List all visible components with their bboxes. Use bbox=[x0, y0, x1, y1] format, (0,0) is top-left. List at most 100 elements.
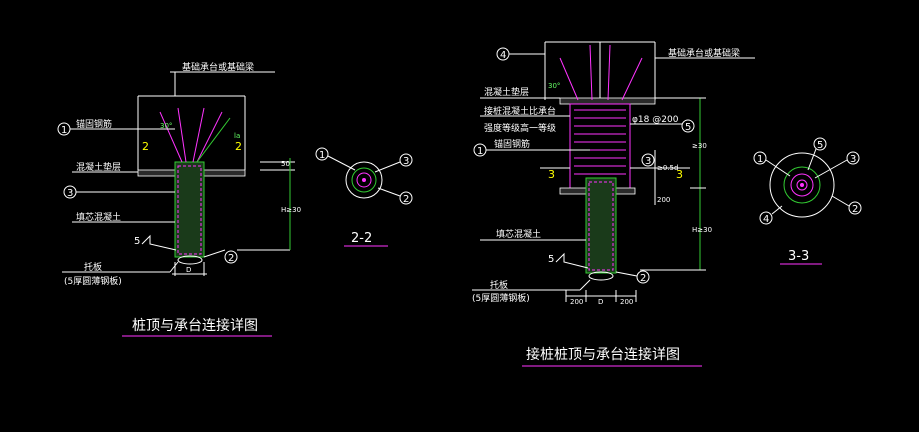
pile-body bbox=[174, 161, 205, 258]
r-join-hatch bbox=[574, 109, 626, 175]
r-concrete-layer bbox=[559, 97, 656, 105]
r-callout-2 bbox=[636, 270, 650, 284]
r-anchor-4 bbox=[621, 57, 643, 101]
anchor-label: 锚固钢筋 bbox=[76, 118, 112, 130]
s33-center bbox=[800, 183, 804, 187]
s33-callout-1 bbox=[753, 151, 767, 165]
callout-1-text: 1 bbox=[61, 125, 67, 136]
r-cap-label: 基础承台或基础梁 bbox=[668, 47, 740, 59]
callout-2-leader bbox=[203, 249, 226, 258]
callout-3-text: 3 bbox=[67, 188, 73, 199]
r-dim-top: ≥30 bbox=[692, 142, 707, 150]
r-rebar-label: φ18 @200 bbox=[632, 115, 679, 125]
s33-callout-5-text: 5 bbox=[817, 140, 823, 151]
r-dim-d: D bbox=[598, 298, 603, 306]
plate-label: 托板 bbox=[84, 261, 102, 273]
s33-callout-2 bbox=[848, 201, 862, 215]
anchor-rebar-1 bbox=[159, 111, 183, 163]
right-title: 接桩桩顶与承台连接详图 bbox=[526, 346, 680, 363]
angle-label: 30° bbox=[160, 122, 172, 130]
r-concrete-layer-label: 混凝土垫层 bbox=[484, 86, 529, 98]
r-callout-2-leader bbox=[615, 271, 638, 277]
s22-callout-1-text: 1 bbox=[319, 150, 325, 161]
r-sec-mark-left: 3 bbox=[548, 168, 555, 181]
r-anchor-1 bbox=[559, 57, 579, 101]
r-join-label2: 强度等级高一等级 bbox=[484, 122, 556, 134]
r-plate-note: (5厚圆薄钢板) bbox=[472, 292, 530, 304]
s22-inner bbox=[356, 172, 372, 188]
r-anchor-2 bbox=[589, 44, 593, 101]
fill-concrete-label: 填芯混凝土 bbox=[76, 211, 121, 223]
dim-50: 50 bbox=[281, 160, 290, 168]
concrete-layer-label: 混凝土垫层 bbox=[76, 161, 121, 173]
r-callout-1-text: 1 bbox=[477, 146, 483, 157]
s33-callout-3-text: 3 bbox=[850, 154, 856, 165]
s22-leader-3 bbox=[374, 161, 401, 173]
la-label: la bbox=[234, 132, 240, 140]
r-callout-3-text: 3 bbox=[645, 156, 651, 167]
s22-callout-2-text: 2 bbox=[403, 194, 409, 205]
r-join-label: 接桩混凝土比承台 bbox=[484, 105, 556, 117]
s22-center bbox=[362, 178, 366, 182]
plate-ellipse bbox=[177, 255, 203, 265]
r-angle-label: 30° bbox=[548, 82, 560, 90]
s33-inner bbox=[796, 179, 808, 191]
callout-2-text: 2 bbox=[228, 253, 234, 264]
right-detail: 基础承台或基础梁 4 混凝土垫层 30° 接桩混凝土比承台 bbox=[472, 41, 755, 367]
s33-leader-3 bbox=[814, 159, 848, 179]
r-dim-half: ≥0.5d bbox=[657, 164, 678, 172]
r-callout-2-text: 2 bbox=[640, 273, 646, 284]
s22-callout-1 bbox=[315, 147, 329, 161]
s33-label: 3-3 bbox=[788, 249, 809, 264]
r-callout-5-text: 5 bbox=[685, 122, 691, 133]
r-callout-3 bbox=[641, 153, 655, 167]
pile-inner-rebar bbox=[177, 165, 202, 255]
r-weld-symbol bbox=[555, 252, 589, 269]
anchor-rebar-2 bbox=[177, 107, 187, 163]
r-anchor-3 bbox=[607, 44, 611, 101]
r-pile-body bbox=[585, 177, 617, 274]
anchor-rebar-4 bbox=[196, 111, 223, 163]
la-dim-line bbox=[196, 117, 231, 163]
r-dim-200a: 200 bbox=[570, 298, 583, 306]
r-callout-5 bbox=[681, 119, 695, 133]
r-plate-leader-tip bbox=[579, 279, 591, 291]
d-label: D bbox=[186, 266, 191, 274]
s33-callout-5 bbox=[813, 137, 827, 151]
r-anchor-label: 锚固钢筋 bbox=[494, 138, 530, 150]
s33-leader-2 bbox=[831, 195, 850, 207]
s22-mid bbox=[351, 167, 377, 193]
s33-mid bbox=[783, 166, 821, 204]
s33-callout-3 bbox=[846, 151, 860, 165]
s33-leader-4 bbox=[771, 205, 783, 215]
section-2-2: 1 3 2 2-2 bbox=[315, 147, 413, 247]
section-3-3: 1 5 3 4 2 3-3 bbox=[753, 137, 862, 265]
sec-mark-left: 2 bbox=[142, 140, 149, 153]
s22-label: 2-2 bbox=[351, 231, 372, 246]
s22-leader-1 bbox=[327, 155, 356, 171]
r-dim-200b: 200 bbox=[620, 298, 633, 306]
r-callout-4-text: 4 bbox=[500, 50, 506, 61]
r-plate-label: 托板 bbox=[490, 279, 508, 291]
left-detail: 基础承台或基础梁 la 30° 2 2 1 锚固钢筋 混凝土垫层 3 填芯混凝土 bbox=[57, 61, 301, 337]
s22-outer bbox=[345, 161, 383, 199]
r-weld-label: 5 bbox=[548, 254, 554, 265]
weld-label: 5 bbox=[134, 236, 140, 247]
left-title: 桩顶与承台连接详图 bbox=[132, 317, 258, 334]
s33-callout-2-text: 2 bbox=[852, 204, 858, 215]
s33-leader-1 bbox=[765, 159, 791, 177]
cap-label: 基础承台或基础梁 bbox=[182, 61, 254, 73]
sec-mark-right: 2 bbox=[235, 140, 242, 153]
plate-leader-tip bbox=[169, 261, 179, 273]
r-dim-200: 200 bbox=[657, 196, 670, 204]
anchor-rebar-3 bbox=[192, 107, 205, 163]
weld-symbol bbox=[141, 234, 177, 251]
s33-outer bbox=[769, 152, 835, 218]
callout-2 bbox=[224, 250, 238, 264]
s33-callout-1-text: 1 bbox=[757, 154, 763, 165]
r-dim-h: H≥30 bbox=[692, 226, 712, 234]
dim-h: H≥30 bbox=[281, 206, 301, 214]
r-pile-inner bbox=[588, 181, 614, 271]
r-fill-label: 填芯混凝土 bbox=[496, 228, 541, 240]
